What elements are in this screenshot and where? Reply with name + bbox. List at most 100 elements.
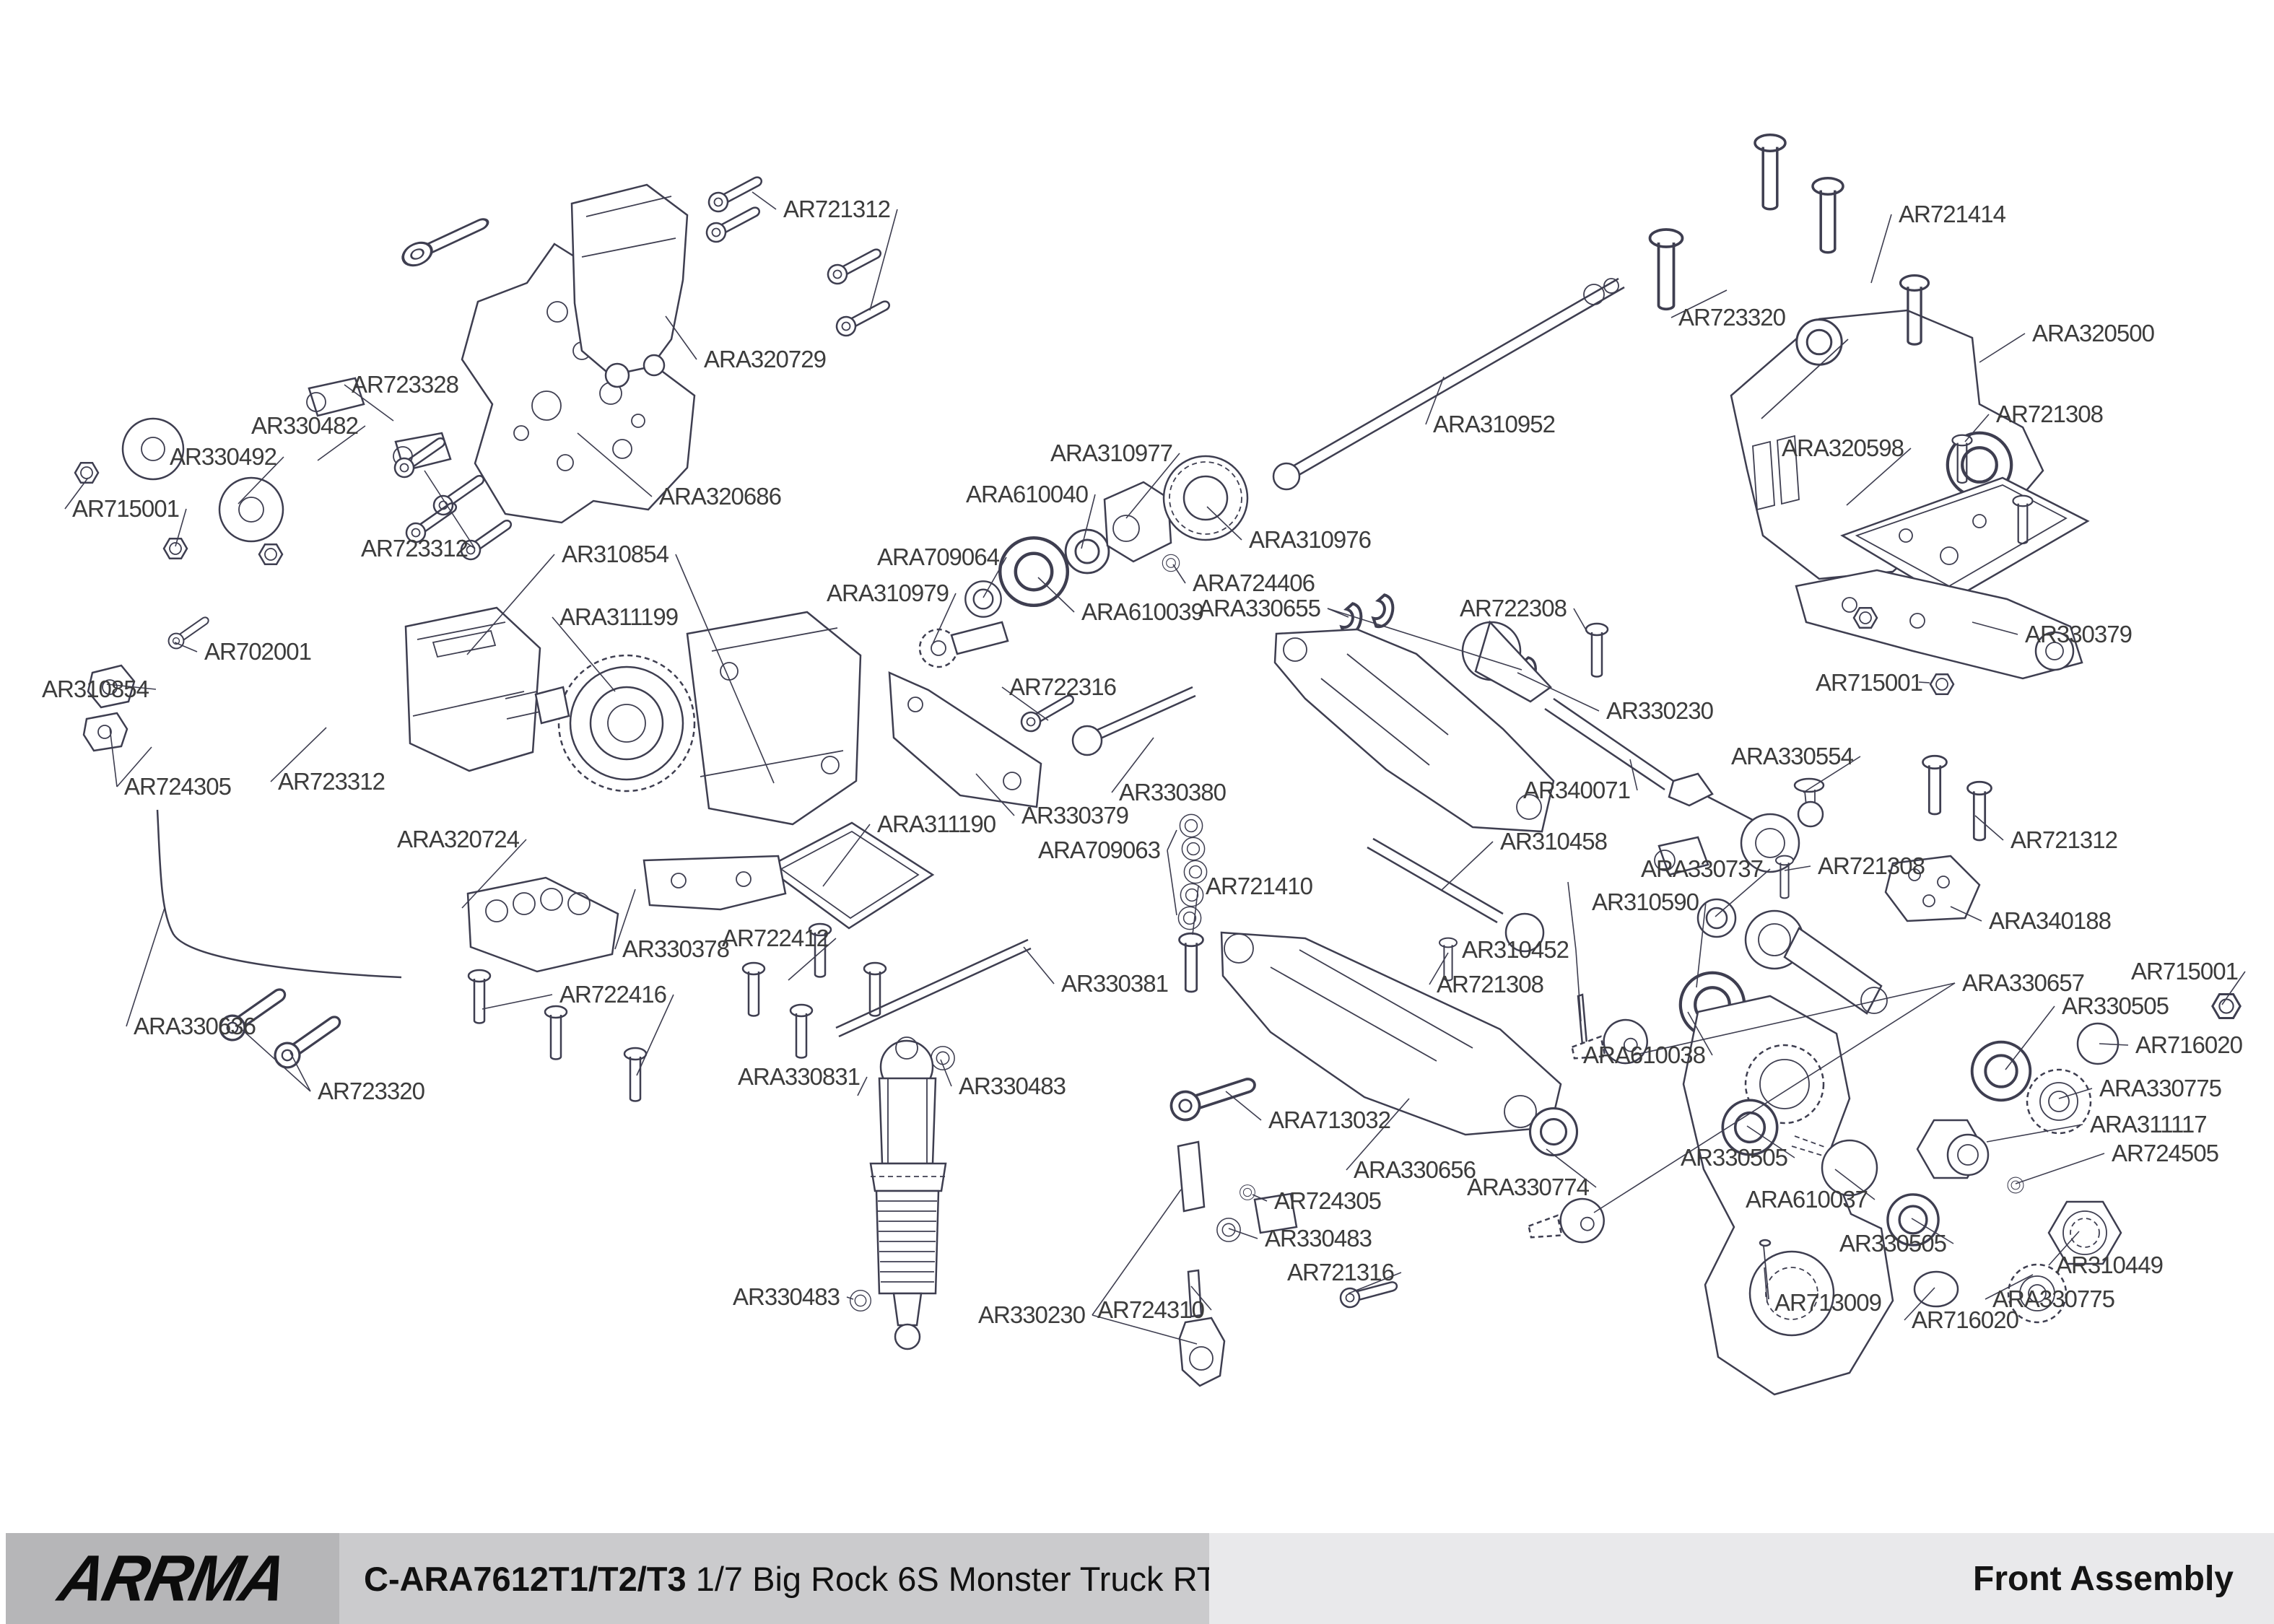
toe-link <box>1367 837 1504 924</box>
leader-line <box>752 191 777 210</box>
part-label: ARA709063 <box>1038 837 1160 863</box>
parts-artwork <box>74 134 2242 1396</box>
gearbox-housing <box>686 611 862 826</box>
driveshaft <box>1281 277 1625 484</box>
leader-lines <box>64 191 2246 1345</box>
nut-icon <box>1852 606 1878 629</box>
body-mount-detail <box>581 196 676 258</box>
part-label: ARA340188 <box>1989 907 2111 934</box>
nut-icon <box>162 537 188 560</box>
leader-line <box>270 727 327 782</box>
sway-mount-block <box>466 876 619 973</box>
footer-bar: ARRMA C-ARA7612T1/T2/T3 1/7 Big Rock 6S … <box>0 1533 2274 1624</box>
sway-bar <box>156 809 402 979</box>
screw-icon <box>1922 754 1948 816</box>
ball-stud <box>1524 1194 1609 1254</box>
pinion-shaft <box>950 621 1009 655</box>
part-label: ARA330554 <box>1731 743 1854 769</box>
leader-line <box>1986 1124 2083 1143</box>
part-label: ARA610038 <box>1583 1042 1705 1068</box>
leader-line <box>461 539 476 549</box>
part-label: AR713009 <box>1774 1289 1881 1316</box>
leader-line <box>344 384 394 422</box>
grub-screw-icon <box>2007 1176 2024 1194</box>
screw-icon <box>1178 932 1204 993</box>
leader-line <box>665 315 697 360</box>
outdrive-stub <box>308 377 365 417</box>
leader-line <box>932 593 957 645</box>
leader-line <box>1746 1125 1795 1158</box>
body-mount-foot <box>604 362 630 388</box>
leader-line <box>1192 886 1199 935</box>
part-labels: AR721312ARA320729AR723328AR330482AR33049… <box>42 196 2244 1333</box>
leader-line <box>1348 1272 1402 1294</box>
part-label: AR716020 <box>2135 1031 2243 1058</box>
bushing-icon <box>1528 1106 1579 1157</box>
leader-line <box>1037 577 1075 613</box>
threaded-plug <box>2007 1263 2068 1324</box>
leader-line <box>636 994 674 1076</box>
nut-icon <box>1929 673 1955 696</box>
leader-line <box>2015 1153 2105 1184</box>
leader-line <box>1429 952 1449 985</box>
part-label: AR340071 <box>1523 777 1630 803</box>
pivot-block <box>1253 1192 1298 1234</box>
leader-line <box>2005 1005 2055 1070</box>
screw-icon <box>1811 177 1844 254</box>
screw-icon <box>1966 780 1992 842</box>
part-label: AR310854 <box>562 541 669 567</box>
part-label: AR721312 <box>2011 826 2117 853</box>
screw-icon <box>1166 1068 1260 1125</box>
leader-line <box>822 824 871 887</box>
pin-icon <box>789 1003 814 1059</box>
leader-line <box>1803 756 1861 793</box>
nut-icon <box>258 543 284 566</box>
screw-icon <box>832 294 894 340</box>
part-label: ARA320724 <box>397 826 520 852</box>
pivot-ball-icon <box>850 1290 871 1311</box>
leader-line <box>1001 686 1049 721</box>
leader-line <box>1092 1314 1198 1345</box>
part-label: ARA320729 <box>704 346 826 372</box>
threaded-plug <box>2026 1068 2092 1135</box>
leader-line <box>1190 1285 1212 1311</box>
link-rod <box>1187 1269 1203 1318</box>
part-label: AR330378 <box>622 935 729 962</box>
leader-line <box>1346 1098 1410 1171</box>
part-label: ARA330656 <box>1354 1156 1476 1183</box>
gearbox-cover <box>404 606 541 772</box>
leader-line <box>869 209 898 311</box>
chassis-brace <box>888 671 1042 808</box>
part-label: AR721308 <box>1818 852 1925 879</box>
part-label: AR722412 <box>722 925 829 951</box>
part-label: ARA709064 <box>877 543 1000 570</box>
part-label: ARA330737 <box>1641 855 1763 882</box>
leader-line <box>1950 906 1982 922</box>
leader-line <box>940 1059 952 1087</box>
part-label: AR724305 <box>124 773 231 800</box>
pivot-ball-icon <box>1216 1218 1241 1242</box>
leader-line <box>126 907 165 1027</box>
leader-line <box>1517 672 1600 712</box>
title-bar: C-ARA7612T1/T2/T3 1/7 Big Rock 6S Monste… <box>339 1533 1242 1624</box>
part-label: AR330482 <box>251 412 358 439</box>
washer-icon <box>1177 906 1202 930</box>
leader-line <box>1206 506 1242 541</box>
pin-icon <box>741 961 766 1017</box>
leader-line <box>1715 868 1771 917</box>
part-label: AR330483 <box>1265 1225 1372 1252</box>
screw-icon <box>1774 855 1795 899</box>
leader-line <box>1870 214 1892 284</box>
section-bar: Front Assembly <box>1209 1533 2274 1624</box>
part-label: AR330505 <box>1839 1230 1946 1257</box>
brand-block: ARRMA <box>6 1533 339 1624</box>
leader-line <box>1834 1169 1876 1200</box>
leader-line <box>1440 841 1494 891</box>
leader-line <box>1964 414 1990 442</box>
part-label: ARA320598 <box>1782 435 1904 461</box>
leader-line <box>289 1052 311 1092</box>
part-label: ARA330657 <box>1962 969 2084 996</box>
leader-line <box>1228 1228 1258 1239</box>
caster-block <box>218 476 284 543</box>
